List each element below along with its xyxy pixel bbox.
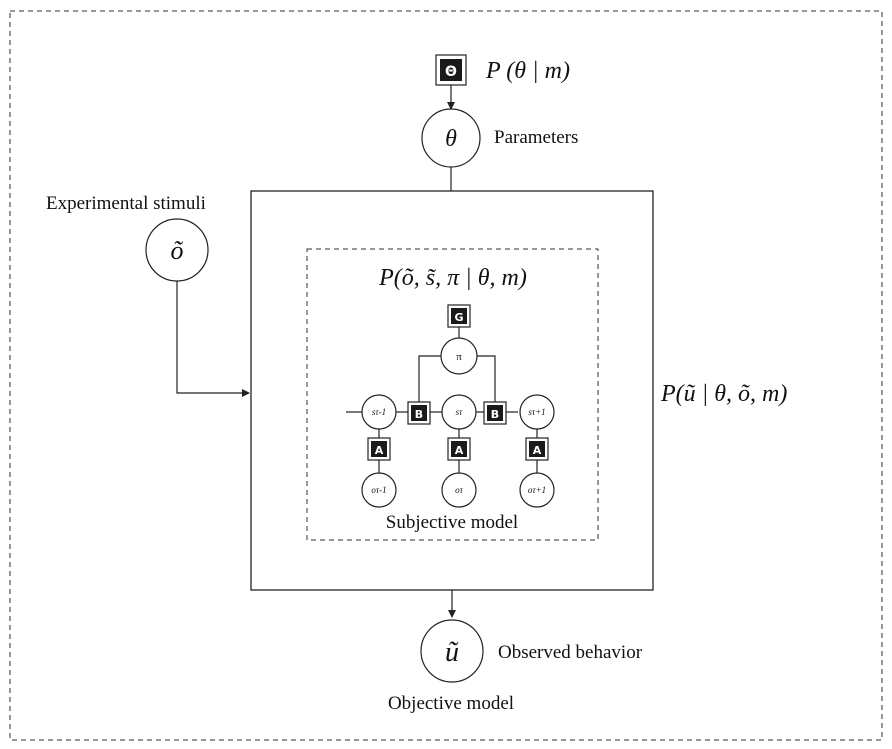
a-factor-prev-label: A [375,444,384,457]
state-node-curr-label: sτ [456,407,464,417]
b-factor-box-left: B [407,401,431,425]
pi-node-label: π [456,351,462,363]
theta-factor-box: Θ [435,54,467,86]
theta-factor-label: Θ [445,64,457,80]
likelihood-label: P(ũ | θ, õ, m) [660,381,787,407]
pi-to-b-left-line [418,355,441,402]
g-factor-box: G [447,304,471,328]
observation-node-next-label: oτ+1 [528,485,546,495]
b-factor-box-right: B [483,401,507,425]
observation-node-prev-label: oτ-1 [371,485,386,495]
behavior-node [420,619,484,683]
observation-node-curr [441,472,477,508]
prior-label: P (θ | m) [485,58,570,84]
state-node-prev-label: sτ-1 [372,407,386,417]
b-factor-right-label: B [491,408,499,421]
joint-subjective-label: P(õ, s̃, π | θ, m) [378,265,527,291]
objective-model-label: Objective model [388,693,514,714]
observation-node-curr-label: oτ [455,485,464,495]
experimental-stimuli-label: Experimental stimuli [46,193,206,214]
stimuli-arrow [176,281,250,397]
theta-node-label: θ [445,126,457,152]
behavior-node-label: ũ [445,637,459,668]
a-factor-curr-label: A [455,444,464,457]
observation-node-prev [361,472,397,508]
a-factor-box-curr: A [447,437,471,461]
a-factor-box-prev: A [367,437,391,461]
observed-behavior-label: Observed behavior [498,642,643,663]
observation-node-next [519,472,555,508]
g-factor-label: G [454,311,463,324]
subjective-model-label: Subjective model [386,512,518,533]
a-factor-next-label: A [533,444,542,457]
parameters-label: Parameters [494,127,578,148]
subjective-model-box [306,248,599,541]
b-factor-left-label: B [415,408,423,421]
a-factor-box-next: A [525,437,549,461]
state-node-next-label: sτ+1 [528,407,545,417]
outer-dashed-frame [9,10,883,741]
stimuli-node-label: õ [171,236,184,265]
pi-to-b-right-line [477,355,496,402]
